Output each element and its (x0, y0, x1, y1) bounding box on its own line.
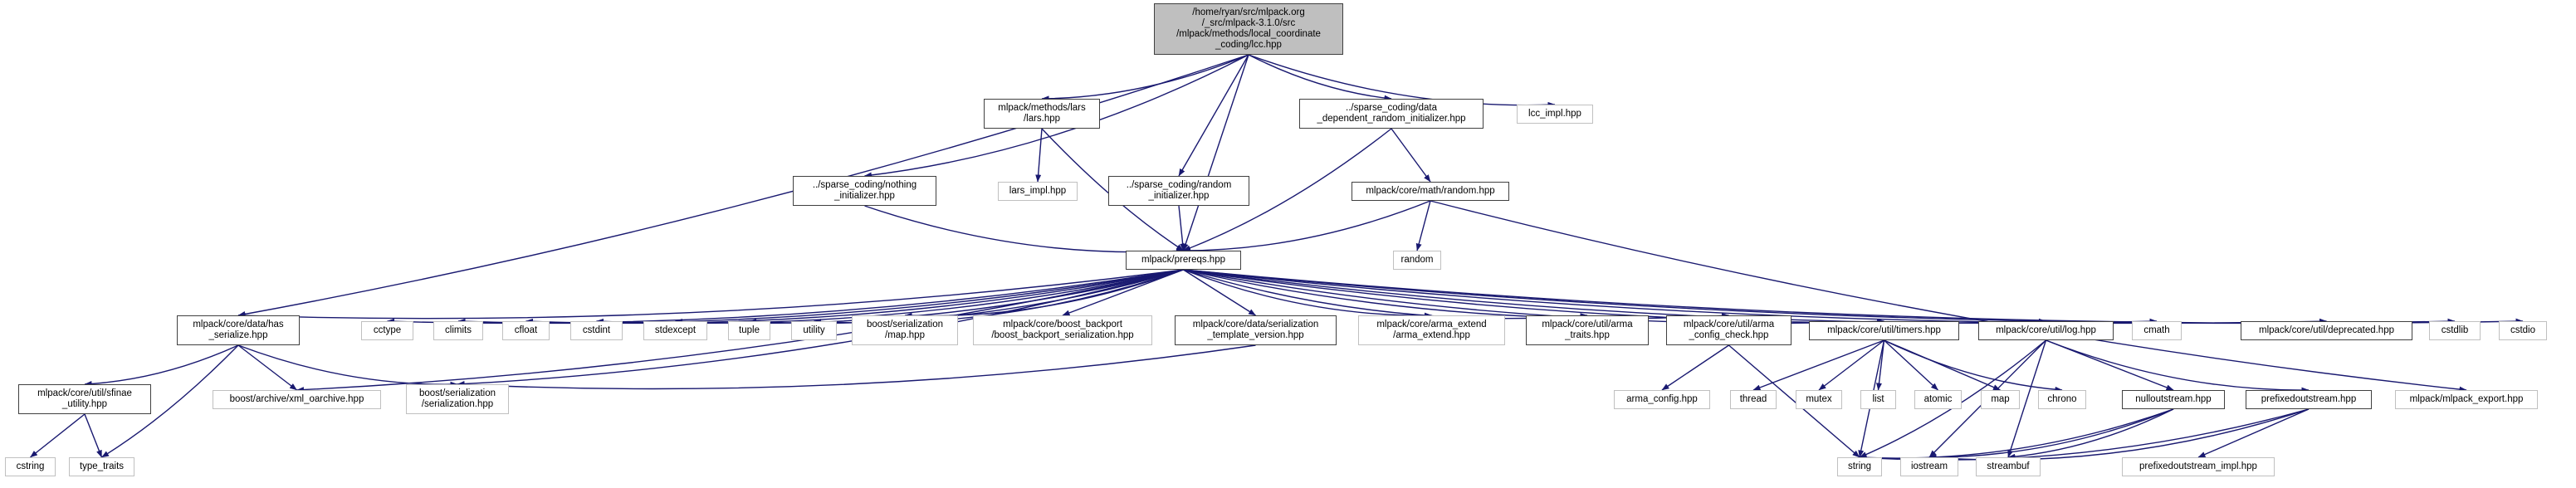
graph-edge (1062, 269, 1184, 316)
graph-edge (2046, 339, 2174, 391)
graph-edge (457, 344, 1256, 390)
graph-node[interactable]: cstring (5, 457, 56, 476)
graph-node[interactable]: lars_impl.hpp (998, 182, 1078, 201)
graph-root-node[interactable]: /home/ryan/src/mlpack.org /_src/mlpack-3… (1154, 3, 1343, 55)
graph-edge (84, 413, 103, 458)
graph-edge (84, 344, 239, 388)
graph-node[interactable]: tuple (728, 321, 770, 340)
graph-edge (1182, 54, 1249, 251)
graph-edge (1661, 344, 1729, 391)
graph-edge (864, 205, 1184, 254)
graph-edge (1859, 408, 2310, 461)
graph-node[interactable]: thread (1730, 390, 1777, 409)
graph-node[interactable]: ../sparse_coding/random _initializer.hpp (1108, 176, 1249, 206)
graph-node[interactable]: cstdint (570, 321, 623, 340)
graph-edge (1928, 408, 2174, 461)
graph-node[interactable]: cstdio (2499, 321, 2547, 340)
graph-edge (1415, 200, 1431, 251)
graph-edge (1430, 200, 2467, 393)
graph-node[interactable]: prefixedoutstream.hpp (2246, 390, 2372, 409)
graph-node[interactable]: random (1393, 251, 1441, 270)
graph-node[interactable]: cmath (2132, 321, 2182, 340)
graph-node[interactable]: map (1981, 390, 2020, 409)
graph-edge (1248, 54, 1392, 101)
graph-node[interactable]: mlpack/core/data/has _serialize.hpp (177, 315, 300, 345)
graph-edge (1035, 128, 1043, 183)
graph-node[interactable]: boost/serialization /serialization.hpp (406, 384, 509, 414)
graph-edge (1884, 339, 2063, 393)
graph-node[interactable]: mlpack/core/arma_extend /arma_extend.hpp (1358, 315, 1505, 345)
graph-edge (2197, 408, 2310, 458)
graph-node[interactable]: arma_config.hpp (1614, 390, 1710, 409)
graph-node[interactable]: mlpack/core/util/sfinae _utility.hpp (18, 384, 151, 414)
graph-edge (1183, 269, 1432, 319)
graph-node[interactable]: climits (433, 321, 483, 340)
graph-node[interactable]: list (1860, 390, 1896, 409)
graph-edge (237, 344, 297, 391)
graph-node[interactable]: mlpack/core/util/deprecated.hpp (2241, 321, 2412, 340)
graph-node[interactable]: chrono (2038, 390, 2086, 409)
graph-edge (237, 344, 458, 388)
graph-node[interactable]: cctype (361, 321, 413, 340)
graph-node[interactable]: mlpack/core/data/serialization _template… (1175, 315, 1337, 345)
graph-edge (1928, 408, 2310, 461)
graph-edge (237, 54, 1249, 317)
graph-edge (1178, 205, 1186, 251)
graph-edge (1884, 339, 2001, 391)
graph-edge (1183, 269, 1588, 320)
graph-edge (1183, 200, 1431, 254)
graph-node[interactable]: stdexcept (643, 321, 707, 340)
graph-edge (1183, 269, 1256, 316)
graph-node[interactable]: mlpack/core/util/log.hpp (1978, 321, 2114, 340)
graph-edge (1876, 339, 1885, 391)
graph-node[interactable]: mlpack/mlpack_export.hpp (2395, 390, 2538, 409)
graph-node[interactable]: mlpack/core/util/timers.hpp (1809, 321, 1959, 340)
graph-edge (1818, 339, 1884, 391)
graph-node[interactable]: iostream (1900, 457, 1958, 476)
graph-edge (237, 269, 1184, 320)
graph-edge (2046, 339, 2310, 393)
graph-node[interactable]: string (1837, 457, 1882, 476)
graph-edge (30, 413, 86, 458)
graph-node[interactable]: mutex (1796, 390, 1842, 409)
graph-node[interactable]: utility (791, 321, 837, 340)
graph-edge (1391, 128, 1431, 183)
graph-node[interactable]: type_traits (69, 457, 134, 476)
graph-edge (1752, 339, 1884, 391)
graph-node[interactable]: boost/archive/xml_oarchive.hpp (213, 390, 381, 409)
graph-node[interactable]: mlpack/methods/lars /lars.hpp (984, 99, 1100, 129)
graph-node[interactable]: ../sparse_coding/data _dependent_random_… (1299, 99, 1484, 129)
graph-edge (1248, 54, 1556, 108)
graph-edge (2007, 408, 2174, 460)
graph-node[interactable]: nulloutstream.hpp (2122, 390, 2225, 409)
graph-edge (1859, 408, 2174, 461)
graph-node[interactable]: mlpack/core/math/random.hpp (1352, 182, 1509, 201)
graph-node[interactable]: mlpack/core/util/arma _config_check.hpp (1666, 315, 1791, 345)
graph-node[interactable]: streambuf (1976, 457, 2041, 476)
graph-node[interactable]: prefixedoutstream_impl.hpp (2122, 457, 2275, 476)
graph-node[interactable]: cfloat (502, 321, 550, 340)
graph-node[interactable]: lcc_impl.hpp (1517, 105, 1593, 124)
graph-node[interactable]: mlpack/core/util/arma _traits.hpp (1526, 315, 1649, 345)
graph-node[interactable]: boost/serialization /map.hpp (852, 315, 958, 345)
graph-edge (1178, 54, 1249, 177)
graph-node[interactable]: mlpack/prereqs.hpp (1126, 251, 1241, 270)
graph-node[interactable]: mlpack/core/boost_backport /boost_backpo… (973, 315, 1152, 345)
graph-node[interactable]: atomic (1914, 390, 1962, 409)
graph-node[interactable]: cstdlib (2429, 321, 2481, 340)
graph-edge (904, 269, 1184, 319)
graph-edge (1041, 54, 1249, 102)
graph-node[interactable]: ../sparse_coding/nothing _initializer.hp… (793, 176, 936, 206)
graph-edge (1183, 269, 1729, 320)
graph-edge (1884, 339, 1938, 391)
